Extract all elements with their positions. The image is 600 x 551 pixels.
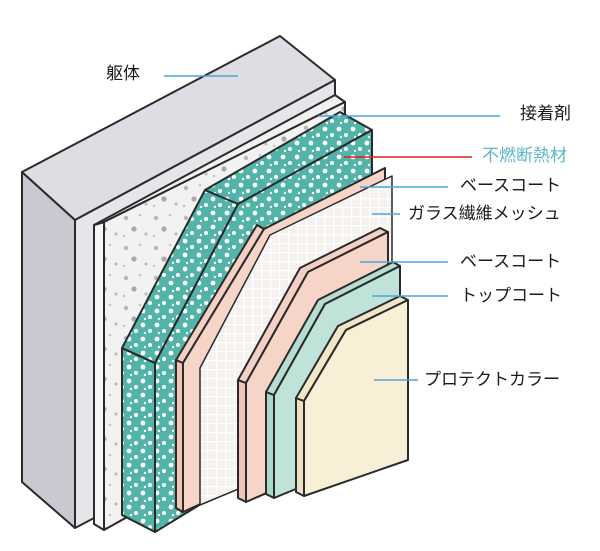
label-glass-mesh: ガラス繊維メッシュ [408, 204, 561, 224]
label-protect-color: プロテクトカラー [424, 370, 560, 390]
label-top-coat: トップコート [460, 286, 562, 306]
label-insulation: 不燃断熱材 [482, 146, 567, 166]
label-base-coat-2: ベースコート [460, 252, 562, 272]
label-body: 躯体 [106, 64, 140, 84]
leader-lines [164, 75, 500, 381]
protect-color-layer [295, 295, 409, 497]
label-base-coat-1: ベースコート [460, 176, 562, 196]
label-adhesive: 接着剤 [520, 104, 571, 124]
